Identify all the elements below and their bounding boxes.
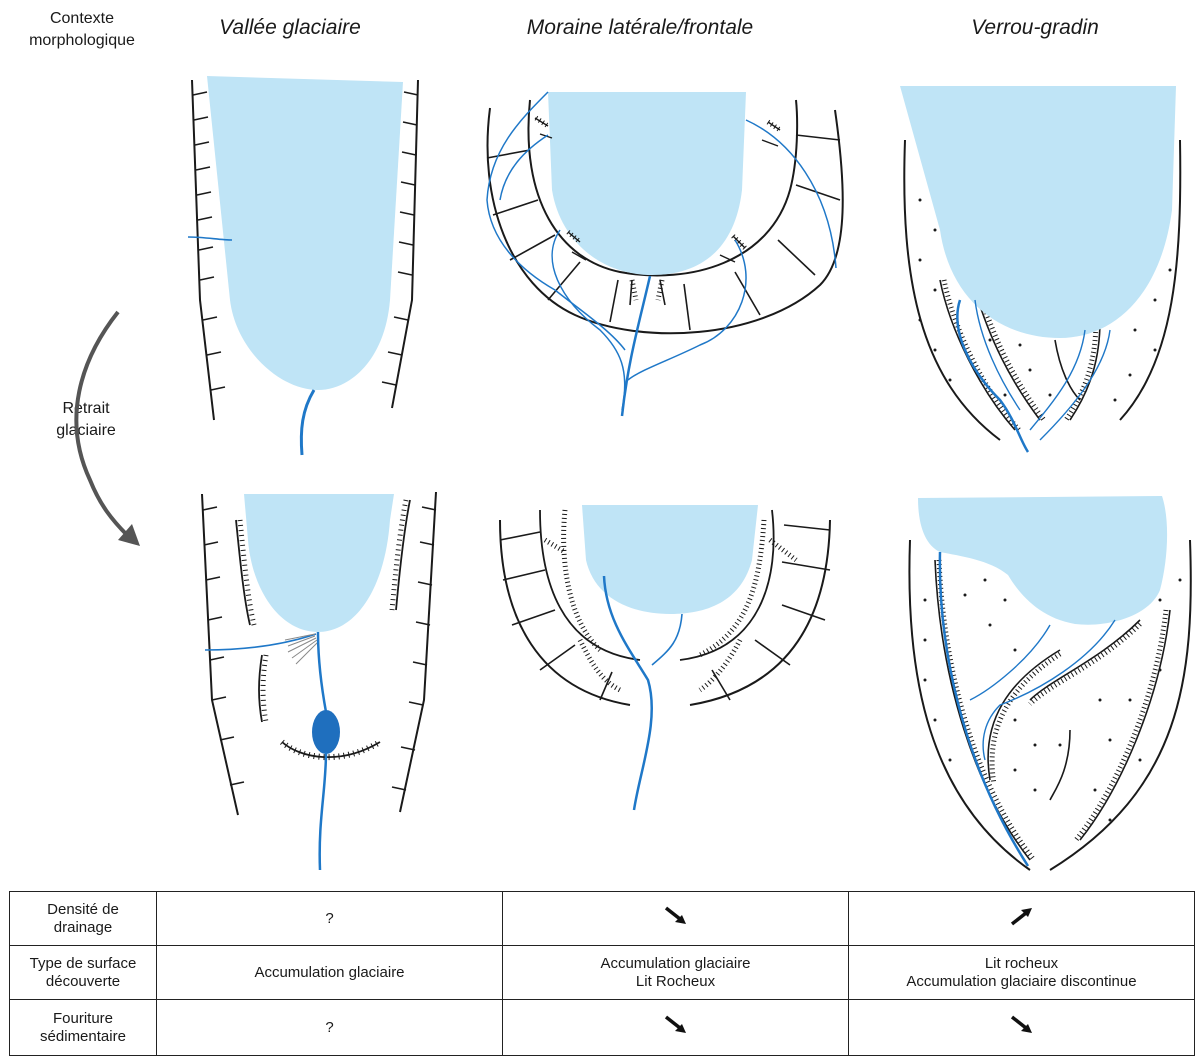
cell-text: ? [325,1019,333,1036]
arrow-down-right-icon [663,905,689,927]
cell-text: Lit rocheux [853,955,1190,973]
row-header-line: découverte [14,973,152,991]
row-header-line: drainage [14,919,152,937]
table-cell [503,892,849,946]
row-header-sediment-supply: Fouriture sédimentaire [10,1000,157,1056]
moraine-bottom-diagram [500,505,830,810]
rockstep-top-diagram [900,86,1180,452]
rockstep-bottom-diagram [909,496,1190,870]
table-cell: Accumulation glaciaire [157,946,503,1000]
cell-text: Accumulation glaciaire [507,955,844,973]
diagram-canvas [0,0,1196,890]
table-cell [849,1000,1195,1056]
valley-bottom-diagram [202,492,436,870]
properties-table: Densité de drainage ? Type de surface dé… [9,891,1195,1056]
arrow-up-right-icon [1009,905,1035,927]
table-row: Type de surface découverte Accumulation … [10,946,1195,1000]
table-cell [503,1000,849,1056]
table-row: Densité de drainage ? [10,892,1195,946]
row-header-line: Densité de [14,901,152,919]
table-cell: ? [157,892,503,946]
cell-text: Accumulation glaciaire [254,964,404,981]
arrow-down-right-icon [1009,1014,1035,1036]
table-cell [849,892,1195,946]
valley-top-diagram [188,76,418,455]
cell-text: Accumulation glaciaire discontinue [853,973,1190,991]
table-cell: Accumulation glaciaire Lit Rocheux [503,946,849,1000]
arrow-down-right-icon [663,1014,689,1036]
row-header-surface-type: Type de surface découverte [10,946,157,1000]
cell-text: Lit Rocheux [507,973,844,991]
row-header-drainage: Densité de drainage [10,892,157,946]
table-cell: Lit rocheux Accumulation glaciaire disco… [849,946,1195,1000]
moraine-top-diagram [487,92,843,416]
cell-text: ? [325,910,333,927]
row-header-line: Type de surface [14,955,152,973]
table-row: Fouriture sédimentaire ? [10,1000,1195,1056]
table-cell: ? [157,1000,503,1056]
row-header-line: sédimentaire [14,1028,152,1046]
retreat-arrow [76,312,140,546]
row-header-line: Fouriture [14,1010,152,1028]
